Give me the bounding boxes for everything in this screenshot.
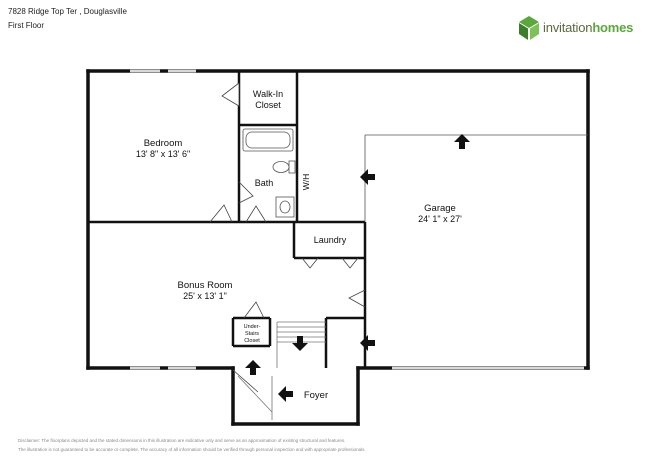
windows [130,69,584,370]
garage-label: Garage [424,203,456,214]
toilet [272,160,296,174]
direction-arrows [245,134,470,402]
window-frames [130,69,584,370]
bonus-room-label: Bonus Room [178,280,233,291]
arrow-down-icon [292,336,308,351]
bonus-room-dimensions: 25' x 13' 1" [183,291,227,301]
brand-name-part2: homes [592,20,634,35]
exterior-walls [86,69,590,426]
stairs [237,321,326,420]
interior-walls [88,71,367,368]
brand-name: invitationhomes [543,20,633,35]
room-labels: Walk-In Closet Bedroom 13' 8" x 13' 6" B… [136,89,462,401]
foyer-label: Foyer [304,390,328,401]
arrow-left-icon [360,335,375,351]
bedroom-label: Bedroom [144,138,183,149]
garage-door-track [364,134,588,222]
arrow-left-icon [360,169,375,185]
disclaimer-line-1: Disclaimer: The floorplans depicted and … [18,438,346,443]
under-stairs-label-2: Stairs [245,331,259,337]
walkin-closet-label-2: Closet [255,100,281,110]
brand-leaf-icon [519,16,539,40]
garage-dimensions: 24' 1" x 27' [418,214,462,224]
door-swings [209,82,366,393]
walkin-closet-label-1: Walk-In [253,89,283,99]
arrow-left-icon [278,386,293,402]
under-stairs-label-3: Closet [244,338,260,344]
laundry-label: Laundry [314,235,347,245]
arrow-up-icon [454,134,470,149]
disclaimer-line-2: The illustration is not guaranteed to be… [18,447,366,452]
water-heater-label: W/H [301,174,311,191]
brand-name-part1: invitation [543,20,593,35]
bath-label: Bath [255,178,274,188]
arrow-up-icon [245,360,261,375]
floor-label: First Floor [8,21,44,30]
bathtub [242,128,294,152]
sink [275,196,295,218]
brand-logo: invitationhomes [517,14,642,42]
property-address: 7828 Ridge Top Ter , Douglasville [8,7,127,16]
bedroom-dimensions: 13' 8" x 13' 6" [136,149,190,159]
under-stairs-label-1: Under- [244,324,261,330]
